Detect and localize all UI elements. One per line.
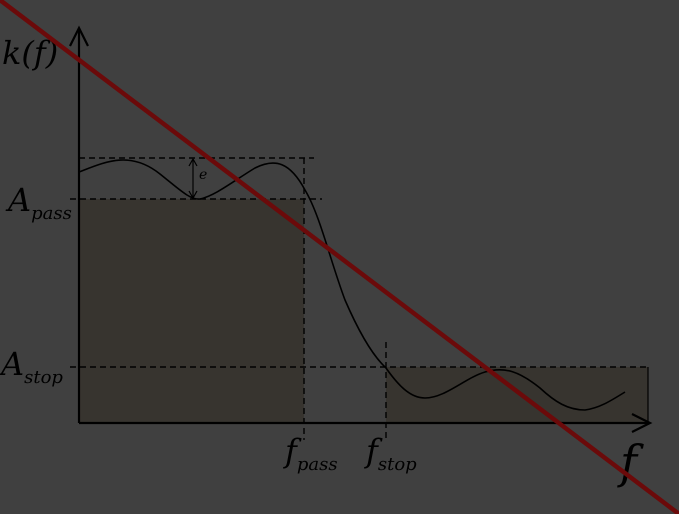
ripple-label: e (199, 167, 207, 183)
ripple-arrow-bottom (188, 190, 198, 200)
fpass-label: fpass (283, 432, 338, 475)
x-axis-arrowhead (631, 413, 653, 433)
passband-region (79, 199, 304, 423)
passband-label-sub: pass (31, 203, 72, 224)
fstop-label-sub: stop (378, 454, 417, 475)
passband-label: Apass (5, 181, 72, 224)
passband-label-main: A (5, 181, 31, 219)
stopband-label: Astop (0, 345, 63, 388)
frequency-response-curve (78, 159, 626, 411)
fstop-label: fstop (364, 432, 417, 475)
fpass-label-sub: pass (297, 454, 338, 475)
x-axis-label: f (617, 435, 644, 489)
y-axis-arrowhead (69, 25, 89, 47)
y-axis-label: k(f) (2, 34, 58, 72)
ripple-arrow-top (188, 157, 198, 167)
stopband-label-sub: stop (24, 367, 63, 388)
stopband-label-main: A (0, 345, 24, 383)
stopband-region (386, 367, 648, 423)
